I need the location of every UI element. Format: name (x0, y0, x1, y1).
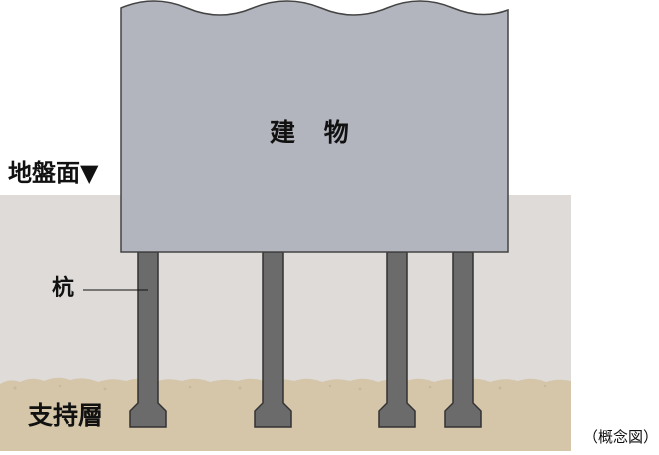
pile-1 (129, 251, 167, 428)
pile-label: 杭 (52, 276, 75, 301)
bearing-layer-label: 支持層 (28, 401, 104, 430)
ground-surface-label: 地盤面▼ (8, 159, 99, 187)
concept-note: （概念図） (583, 428, 659, 446)
building-label: 建 物 (270, 118, 359, 147)
piles (129, 251, 482, 428)
bearing-layer-texture (13, 384, 547, 391)
building (120, 0, 509, 253)
pile-3 (378, 251, 416, 428)
pile-2 (254, 251, 292, 428)
pile-4 (444, 251, 482, 428)
